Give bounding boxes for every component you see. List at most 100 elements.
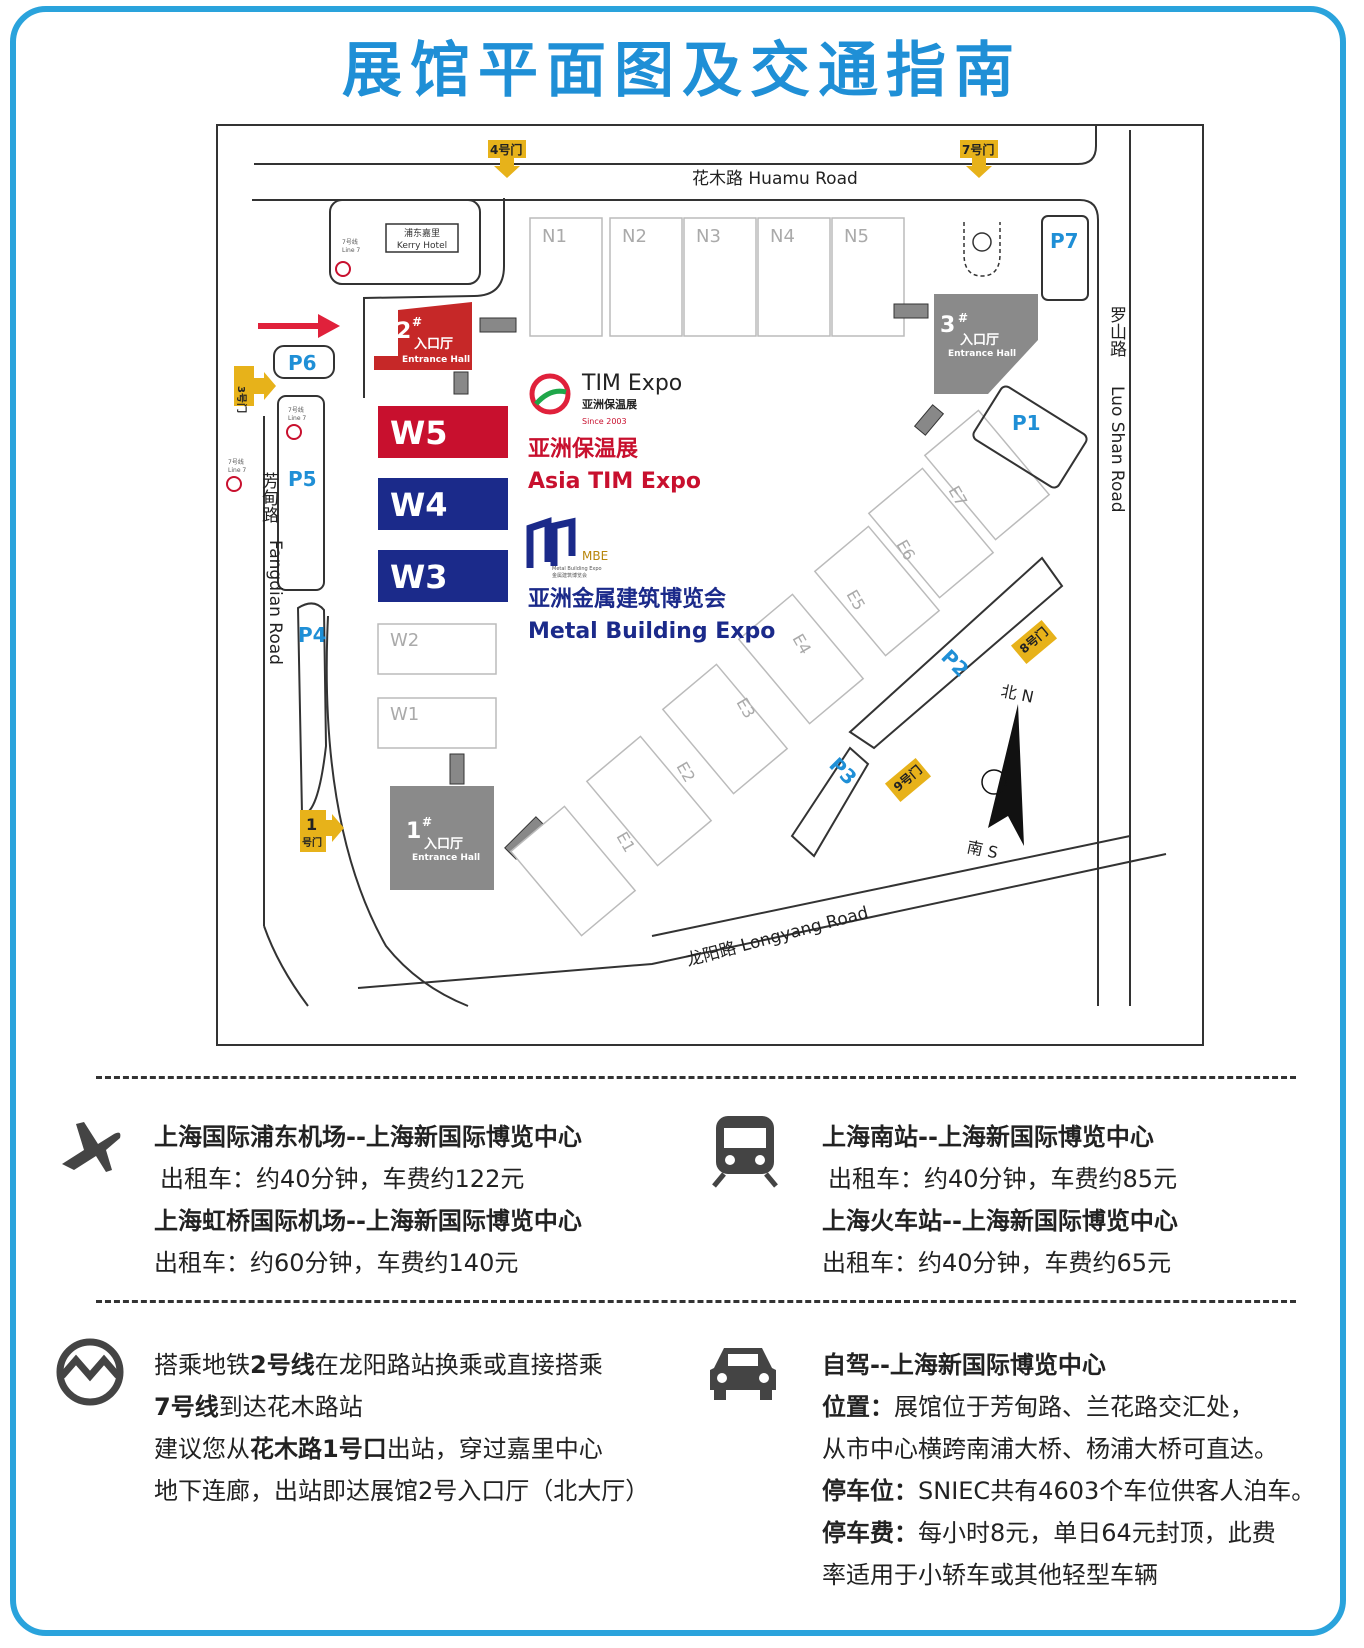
hall-w5[interactable] — [378, 406, 508, 458]
parking-p5[interactable] — [277, 395, 325, 591]
tim-logo-ring — [529, 373, 571, 415]
hall-n1[interactable] — [529, 217, 603, 337]
parking-p2-label: P2 — [936, 645, 973, 682]
gate-4-arrow — [494, 158, 520, 178]
mbe-logo-small-en: Metal Building Expo — [552, 566, 602, 572]
metro-icon-left — [226, 476, 242, 492]
south-station-detail: 出租车：约40分钟，车费约85元 — [828, 1165, 1178, 1193]
gates — [234, 140, 1058, 852]
gate-4[interactable] — [488, 140, 526, 158]
gate-1-arrow — [326, 814, 344, 842]
railway-station-title: 上海火车站--上海新国际博览中心 — [822, 1207, 1178, 1235]
tim-logo-swoosh — [534, 388, 567, 406]
metro-label-top-cn: 7号线 — [342, 238, 358, 246]
parking-p6[interactable] — [273, 345, 335, 379]
tim-expo-cn: 亚洲保温展 — [528, 437, 638, 462]
venue-map: 浦东嘉里 Kerry Hotel 7号线 Line 7 N1 N2 N3 N4 … — [216, 124, 1204, 1046]
parking-p2[interactable] — [848, 556, 1064, 750]
entrance-3-cn: 入口厅 — [960, 333, 999, 348]
mbe-expo-en: Metal Building Expo — [528, 619, 775, 644]
mbe-expo-cn: 亚洲金属建筑博览会 — [528, 586, 726, 612]
gate-1[interactable] — [300, 810, 326, 852]
entrance-2-num: 2 — [396, 319, 411, 344]
hall-n1-label: N1 — [542, 226, 567, 247]
drive-park-label: 停车位： — [822, 1477, 918, 1505]
hall-w2[interactable] — [377, 623, 497, 675]
entrance-hall-2[interactable] — [374, 302, 472, 370]
hall-e6[interactable] — [867, 467, 995, 599]
gate-8[interactable] — [1010, 619, 1058, 665]
hall-n5-label: N5 — [844, 226, 869, 247]
hall-n2[interactable] — [609, 217, 683, 337]
metro-label-left-cn: 7号线 — [228, 458, 244, 466]
compass-south: 南 S — [965, 837, 1000, 862]
parking-p3[interactable] — [790, 746, 870, 858]
parking-p4-label: P4 — [298, 623, 327, 647]
metro-l1b: 2号线 — [250, 1351, 315, 1379]
drive-loc-label: 位置： — [822, 1393, 894, 1421]
airport-info: 上海国际浦东机场--上海新国际博览中心 出租车：约40分钟，车费约122元 上海… — [154, 1116, 674, 1284]
road-fangdian-en: Fangdian Road — [265, 540, 285, 665]
hall-w4[interactable] — [378, 478, 508, 530]
hongqiao-title: 上海虹桥国际机场--上海新国际博览中心 — [154, 1207, 582, 1235]
page-frame — [10, 6, 1346, 1636]
entrance-2-cn: 入口厅 — [414, 337, 453, 352]
gate-3[interactable] — [234, 366, 254, 406]
parking-p7-label: P7 — [1050, 229, 1079, 253]
metro-l3a: 建议您从 — [154, 1435, 250, 1463]
pudong-detail: 出租车：约40分钟，车费约122元 — [160, 1165, 525, 1193]
compass-north: 北 N — [999, 681, 1035, 706]
red-arrow-head — [318, 314, 340, 338]
road-luoshan-en: Luo Shan Road — [1107, 386, 1127, 513]
hall-w1[interactable] — [377, 697, 497, 749]
tim-logo-cn: 亚洲保温展 — [582, 397, 638, 411]
hall-w5-label: W5 — [390, 414, 448, 452]
gate-7[interactable] — [960, 140, 998, 158]
hall-e7[interactable] — [923, 409, 1051, 541]
metro-l2a: 7号线 — [154, 1393, 219, 1421]
tim-logo-since: Since 2003 — [582, 417, 627, 426]
drive-title: 自驾--上海新国际博览中心 — [822, 1351, 1106, 1379]
hall-e1[interactable] — [509, 805, 637, 937]
hall-e3[interactable] — [661, 663, 789, 795]
entrance-1-sup: # — [422, 815, 432, 829]
parking-p1[interactable] — [971, 384, 1089, 490]
entrance-hall-1[interactable] — [390, 786, 494, 890]
gate-7-arrow — [966, 158, 992, 178]
compass-ring — [981, 769, 1007, 795]
tim-expo-en: Asia TIM Expo — [528, 469, 701, 494]
hall-w3[interactable] — [378, 550, 508, 602]
gate-7-label: 7号门 — [962, 142, 994, 157]
hall-e5[interactable] — [813, 525, 941, 657]
separator-2 — [96, 1300, 1296, 1303]
drive-fee1: 每小时8元，单日64元封顶，此费 — [918, 1519, 1276, 1547]
hall-n4[interactable] — [757, 217, 831, 337]
gate-3-label: 3号门 — [235, 386, 248, 413]
entrance-hall-3[interactable] — [934, 294, 1038, 394]
hall-n3[interactable] — [683, 217, 757, 337]
metro-logo-icon — [56, 1338, 124, 1406]
mbe-logo-text: MBE — [582, 549, 608, 563]
road-fangdian-cn: 芳甸路 — [258, 472, 279, 523]
entrance-2-sup: # — [412, 315, 422, 329]
parking-p7[interactable] — [1041, 215, 1089, 301]
metro-label-p5-cn: 7号线 — [288, 406, 304, 414]
entrance-1-num: 1 — [406, 819, 421, 844]
gate-1-num: 1 — [306, 815, 317, 834]
hall-e2[interactable] — [585, 735, 713, 867]
metro-icon-p5 — [286, 424, 302, 440]
entrance-3-num: 3 — [940, 313, 955, 338]
road-lines — [252, 126, 1167, 1007]
entrance-3-sup: # — [958, 311, 968, 325]
parking-p6-label: P6 — [288, 351, 317, 375]
parking-lots — [273, 215, 1089, 858]
metro-l3c: 出站，穿过嘉里中心 — [386, 1435, 603, 1463]
gate-1-txt: 号门 — [302, 836, 322, 849]
hall-n5[interactable] — [831, 217, 905, 337]
gate-4-label: 4号门 — [490, 142, 522, 157]
page-title: 展馆平面图及交通指南 — [342, 36, 1022, 106]
gate-9[interactable] — [884, 757, 932, 803]
entrance-1-arrow-up — [449, 753, 465, 785]
hall-e4[interactable] — [737, 593, 865, 725]
station-info: 上海南站--上海新国际博览中心 出租车：约40分钟，车费约85元 上海火车站--… — [822, 1116, 1322, 1284]
